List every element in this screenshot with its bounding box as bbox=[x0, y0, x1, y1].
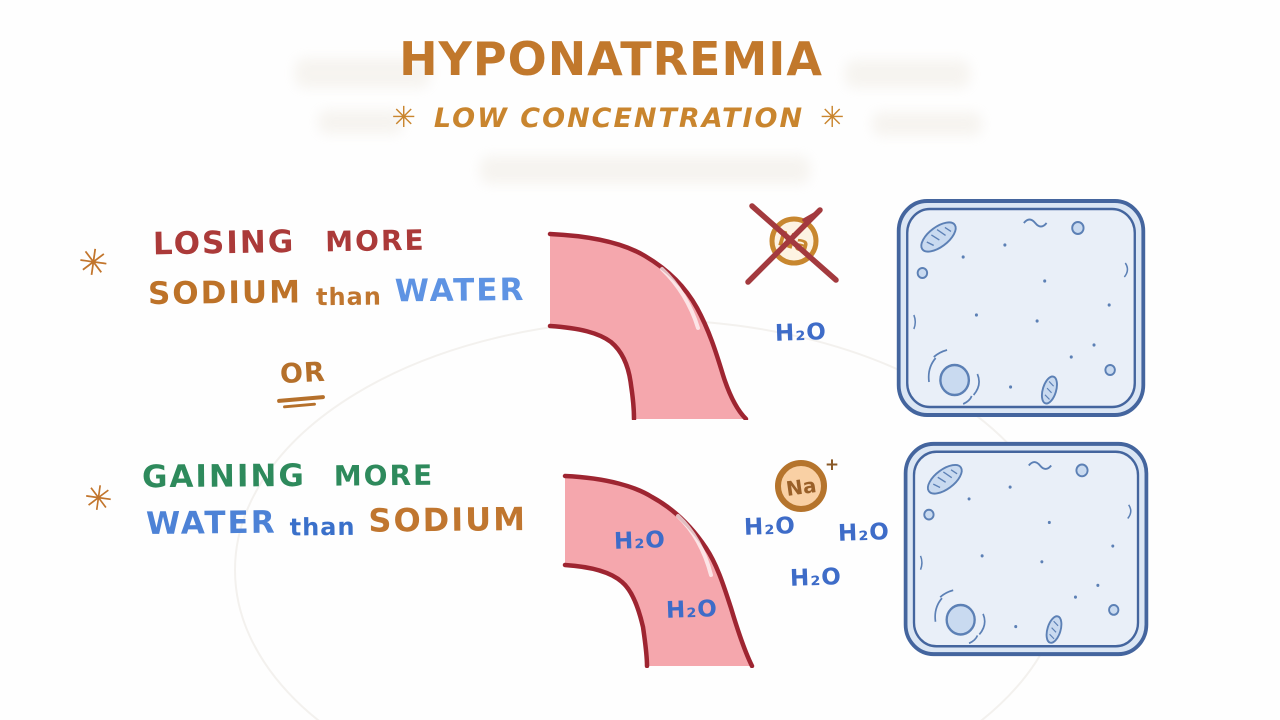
word-water: WATER bbox=[394, 272, 526, 310]
word-losing: LOSING bbox=[152, 223, 296, 263]
asterisk-bullet: ✳ bbox=[75, 241, 111, 286]
h2o-label: H₂O bbox=[665, 596, 719, 624]
gaining-line-1: GAINING MORE bbox=[141, 457, 435, 496]
word-water: WATER bbox=[145, 504, 277, 542]
word-more: MORE bbox=[333, 458, 435, 493]
sodium-ion-icon: Na + bbox=[775, 455, 839, 512]
ghost-artifact bbox=[480, 156, 810, 184]
cell-illustration-bottom bbox=[903, 441, 1149, 657]
sodium-ion-label: Na bbox=[784, 473, 817, 501]
blood-vessel-top bbox=[547, 231, 749, 420]
word-gaining: GAINING bbox=[141, 457, 306, 496]
or-underline bbox=[282, 402, 317, 409]
ghost-artifact bbox=[872, 112, 982, 136]
ghost-artifact bbox=[845, 60, 970, 88]
ghost-artifact bbox=[318, 110, 403, 134]
losing-line-2: SODIUM than WATER bbox=[147, 272, 526, 312]
word-sodium: SODIUM bbox=[147, 274, 303, 312]
or-underline bbox=[276, 394, 326, 403]
page-subtitle: ✳ LOW CONCENTRATION ✳ bbox=[0, 100, 1238, 134]
word-more: MORE bbox=[324, 223, 426, 259]
word-sodium: SODIUM bbox=[368, 500, 528, 540]
h2o-label: H₂O bbox=[837, 519, 891, 547]
word-than: than bbox=[315, 282, 383, 312]
cell-illustration-top bbox=[896, 199, 1146, 417]
asterisk-bullet: ✳ bbox=[81, 477, 116, 521]
h2o-label: H₂O bbox=[789, 564, 843, 592]
subtitle-text: LOW CONCENTRATION bbox=[433, 103, 805, 134]
h2o-label: H₂O bbox=[774, 319, 828, 347]
h2o-label: H₂O bbox=[613, 527, 667, 555]
page-title: HYPONATREMIA bbox=[399, 32, 823, 86]
asterisk-icon: ✳ bbox=[391, 100, 418, 134]
losing-line-1: LOSING MORE bbox=[152, 223, 426, 263]
word-than: than bbox=[289, 512, 356, 542]
plus-charge-label: + bbox=[825, 455, 839, 475]
sodium-ion-crossed-icon: Na bbox=[745, 203, 839, 285]
ghost-artifact bbox=[295, 58, 430, 88]
blood-vessel-bottom bbox=[562, 473, 755, 668]
asterisk-icon: ✳ bbox=[820, 100, 847, 134]
h2o-label: H₂O bbox=[743, 513, 797, 541]
or-label: OR bbox=[279, 356, 327, 391]
gaining-line-2: WATER than SODIUM bbox=[145, 500, 528, 542]
